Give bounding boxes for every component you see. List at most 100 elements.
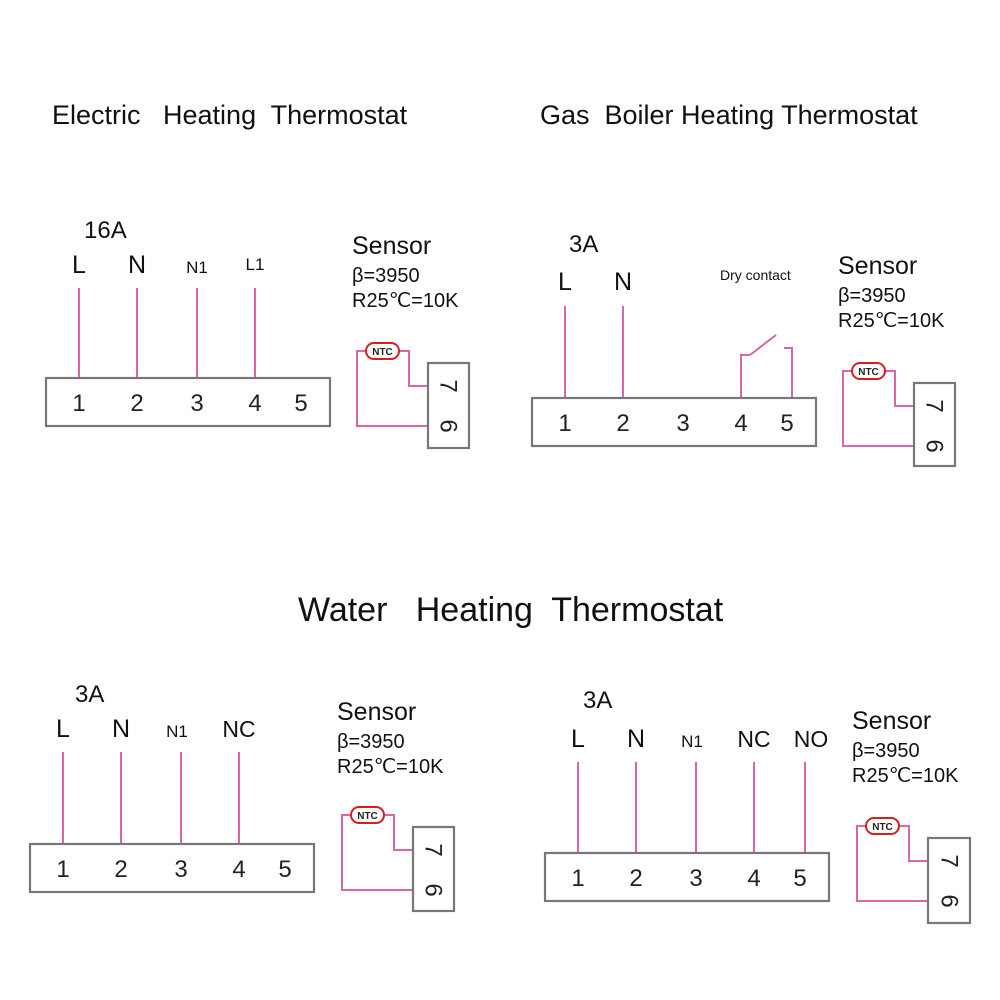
wires-water-1 [62, 752, 240, 844]
sensor-wire-b [884, 370, 914, 407]
wire-label-l: L [56, 715, 70, 743]
terminal-3: 3 [689, 865, 702, 892]
dry-contact-wire-left [740, 354, 750, 398]
rating-water-1: 3A [75, 681, 104, 708]
terminal-2: 2 [114, 856, 127, 883]
terminal-1: 1 [56, 856, 69, 883]
rating-gas: 3A [569, 231, 598, 258]
wires-gas [564, 306, 793, 398]
rating-water-2: 3A [583, 687, 612, 714]
terminal-numbers-water-1: 1 2 3 4 5 [56, 856, 291, 883]
panel-water-2: 3A L N N1 NC NO 1 2 3 4 5 Sensor β=3950 … [543, 687, 972, 925]
wire-label-n1: N1 [681, 732, 703, 751]
sensor-terminal-6: 6 [435, 419, 462, 432]
sensor-wire-b [898, 825, 928, 862]
sensor-water-2: Sensor β=3950 R25℃=10K NTC 7 6 [852, 707, 972, 925]
sensor-terminal-7: 7 [921, 399, 948, 412]
sensor-electric: Sensor β=3950 R25℃=10K NTC 7 6 [352, 232, 471, 450]
terminal-numbers-gas: 1 2 3 4 5 [558, 410, 793, 437]
wire-label-l: L [72, 251, 86, 279]
sensor-wire-a [856, 825, 928, 902]
terminal-5: 5 [780, 410, 793, 437]
wire-label-l: L [571, 725, 585, 753]
terminal-5: 5 [278, 856, 291, 883]
labels-water-2: L N N1 NC NO [571, 725, 828, 753]
ntc-label: NTC [858, 367, 879, 378]
wires-water-2 [577, 762, 806, 853]
ntc-thermistor-icon [865, 817, 900, 835]
sensor-r25: R25℃=10K [852, 765, 959, 787]
terminal-block-gas [530, 396, 818, 448]
sensor-terminal-block [411, 825, 456, 913]
terminal-3: 3 [190, 390, 203, 417]
ntc-label: NTC [872, 822, 893, 833]
sensor-beta: β=3950 [337, 731, 405, 753]
wire-label-l1: L1 [246, 255, 265, 274]
wires-electric [78, 288, 256, 378]
sensor-wire-a [842, 370, 914, 447]
sensor-terminal-7: 7 [435, 379, 462, 392]
terminal-1: 1 [558, 410, 571, 437]
sensor-terminal-block [912, 381, 957, 468]
sensor-r25: R25℃=10K [838, 310, 945, 332]
terminal-4: 4 [747, 865, 760, 892]
dry-contact-wire-right [784, 347, 793, 398]
sensor-wire-b [383, 814, 413, 851]
terminal-4: 4 [232, 856, 245, 883]
sensor-terminal-block [426, 361, 471, 450]
panel-gas: 3A L N Dry contact 1 2 3 4 5 Sensor β=39… [530, 231, 957, 468]
panel-electric: 16A L N N1 L1 1 2 3 4 5 Sensor β=3950 R2… [44, 217, 471, 450]
terminal-2: 2 [616, 410, 629, 437]
terminal-block-water-1 [28, 842, 316, 894]
wire-label-n1: N1 [166, 722, 188, 741]
terminal-5: 5 [793, 865, 806, 892]
wire-label-n1: N1 [186, 258, 208, 277]
ntc-thermistor-icon [350, 806, 385, 824]
terminal-4: 4 [734, 410, 747, 437]
terminal-4: 4 [248, 390, 261, 417]
wire-label-nc: NC [737, 726, 770, 752]
terminal-1: 1 [571, 865, 584, 892]
wire-label-nc: NC [222, 716, 255, 742]
labels-water-1: L N N1 NC [56, 715, 256, 743]
sensor-beta: β=3950 [852, 740, 920, 762]
terminal-block-electric [44, 376, 332, 428]
terminal-2: 2 [629, 865, 642, 892]
wire-label-n: N [112, 715, 130, 743]
wire-label-n: N [128, 251, 146, 279]
title-water: Water Heating Thermostat [298, 591, 724, 629]
sensor-title: Sensor [838, 252, 917, 280]
sensor-wire-a [356, 350, 428, 427]
sensor-terminal-7: 7 [936, 854, 963, 867]
terminal-3: 3 [676, 410, 689, 437]
sensor-title: Sensor [852, 707, 931, 735]
wire-label-no: NO [794, 726, 829, 752]
labels-electric: L N N1 L1 [72, 251, 264, 279]
sensor-terminal-block [926, 836, 972, 925]
terminal-3: 3 [174, 856, 187, 883]
rating-electric: 16A [84, 217, 127, 244]
terminal-numbers-water-2: 1 2 3 4 5 [571, 865, 806, 892]
sensor-water-1: Sensor β=3950 R25℃=10K NTC 7 6 [337, 698, 456, 913]
ntc-label: NTC [372, 347, 393, 358]
sensor-beta: β=3950 [352, 265, 420, 287]
sensor-r25: R25℃=10K [352, 290, 459, 312]
dry-contact-label: Dry contact [720, 267, 791, 283]
title-gas: Gas Boiler Heating Thermostat [540, 100, 918, 130]
wire-label-l: L [558, 268, 572, 296]
sensor-terminal-6: 6 [921, 439, 948, 452]
sensor-terminal-6: 6 [936, 894, 963, 907]
ntc-label: NTC [357, 811, 378, 822]
terminal-5: 5 [294, 390, 307, 417]
sensor-r25: R25℃=10K [337, 756, 444, 778]
sensor-title: Sensor [337, 698, 416, 726]
terminal-numbers-electric: 1 2 3 4 5 [72, 390, 307, 417]
sensor-gas: Sensor β=3950 R25℃=10K NTC 7 6 [838, 252, 957, 468]
sensor-terminal-7: 7 [420, 843, 447, 856]
sensor-title: Sensor [352, 232, 431, 260]
terminal-1: 1 [72, 390, 85, 417]
sensor-wire-b [398, 350, 428, 387]
wire-label-n: N [614, 268, 632, 296]
sensor-beta: β=3950 [838, 285, 906, 307]
